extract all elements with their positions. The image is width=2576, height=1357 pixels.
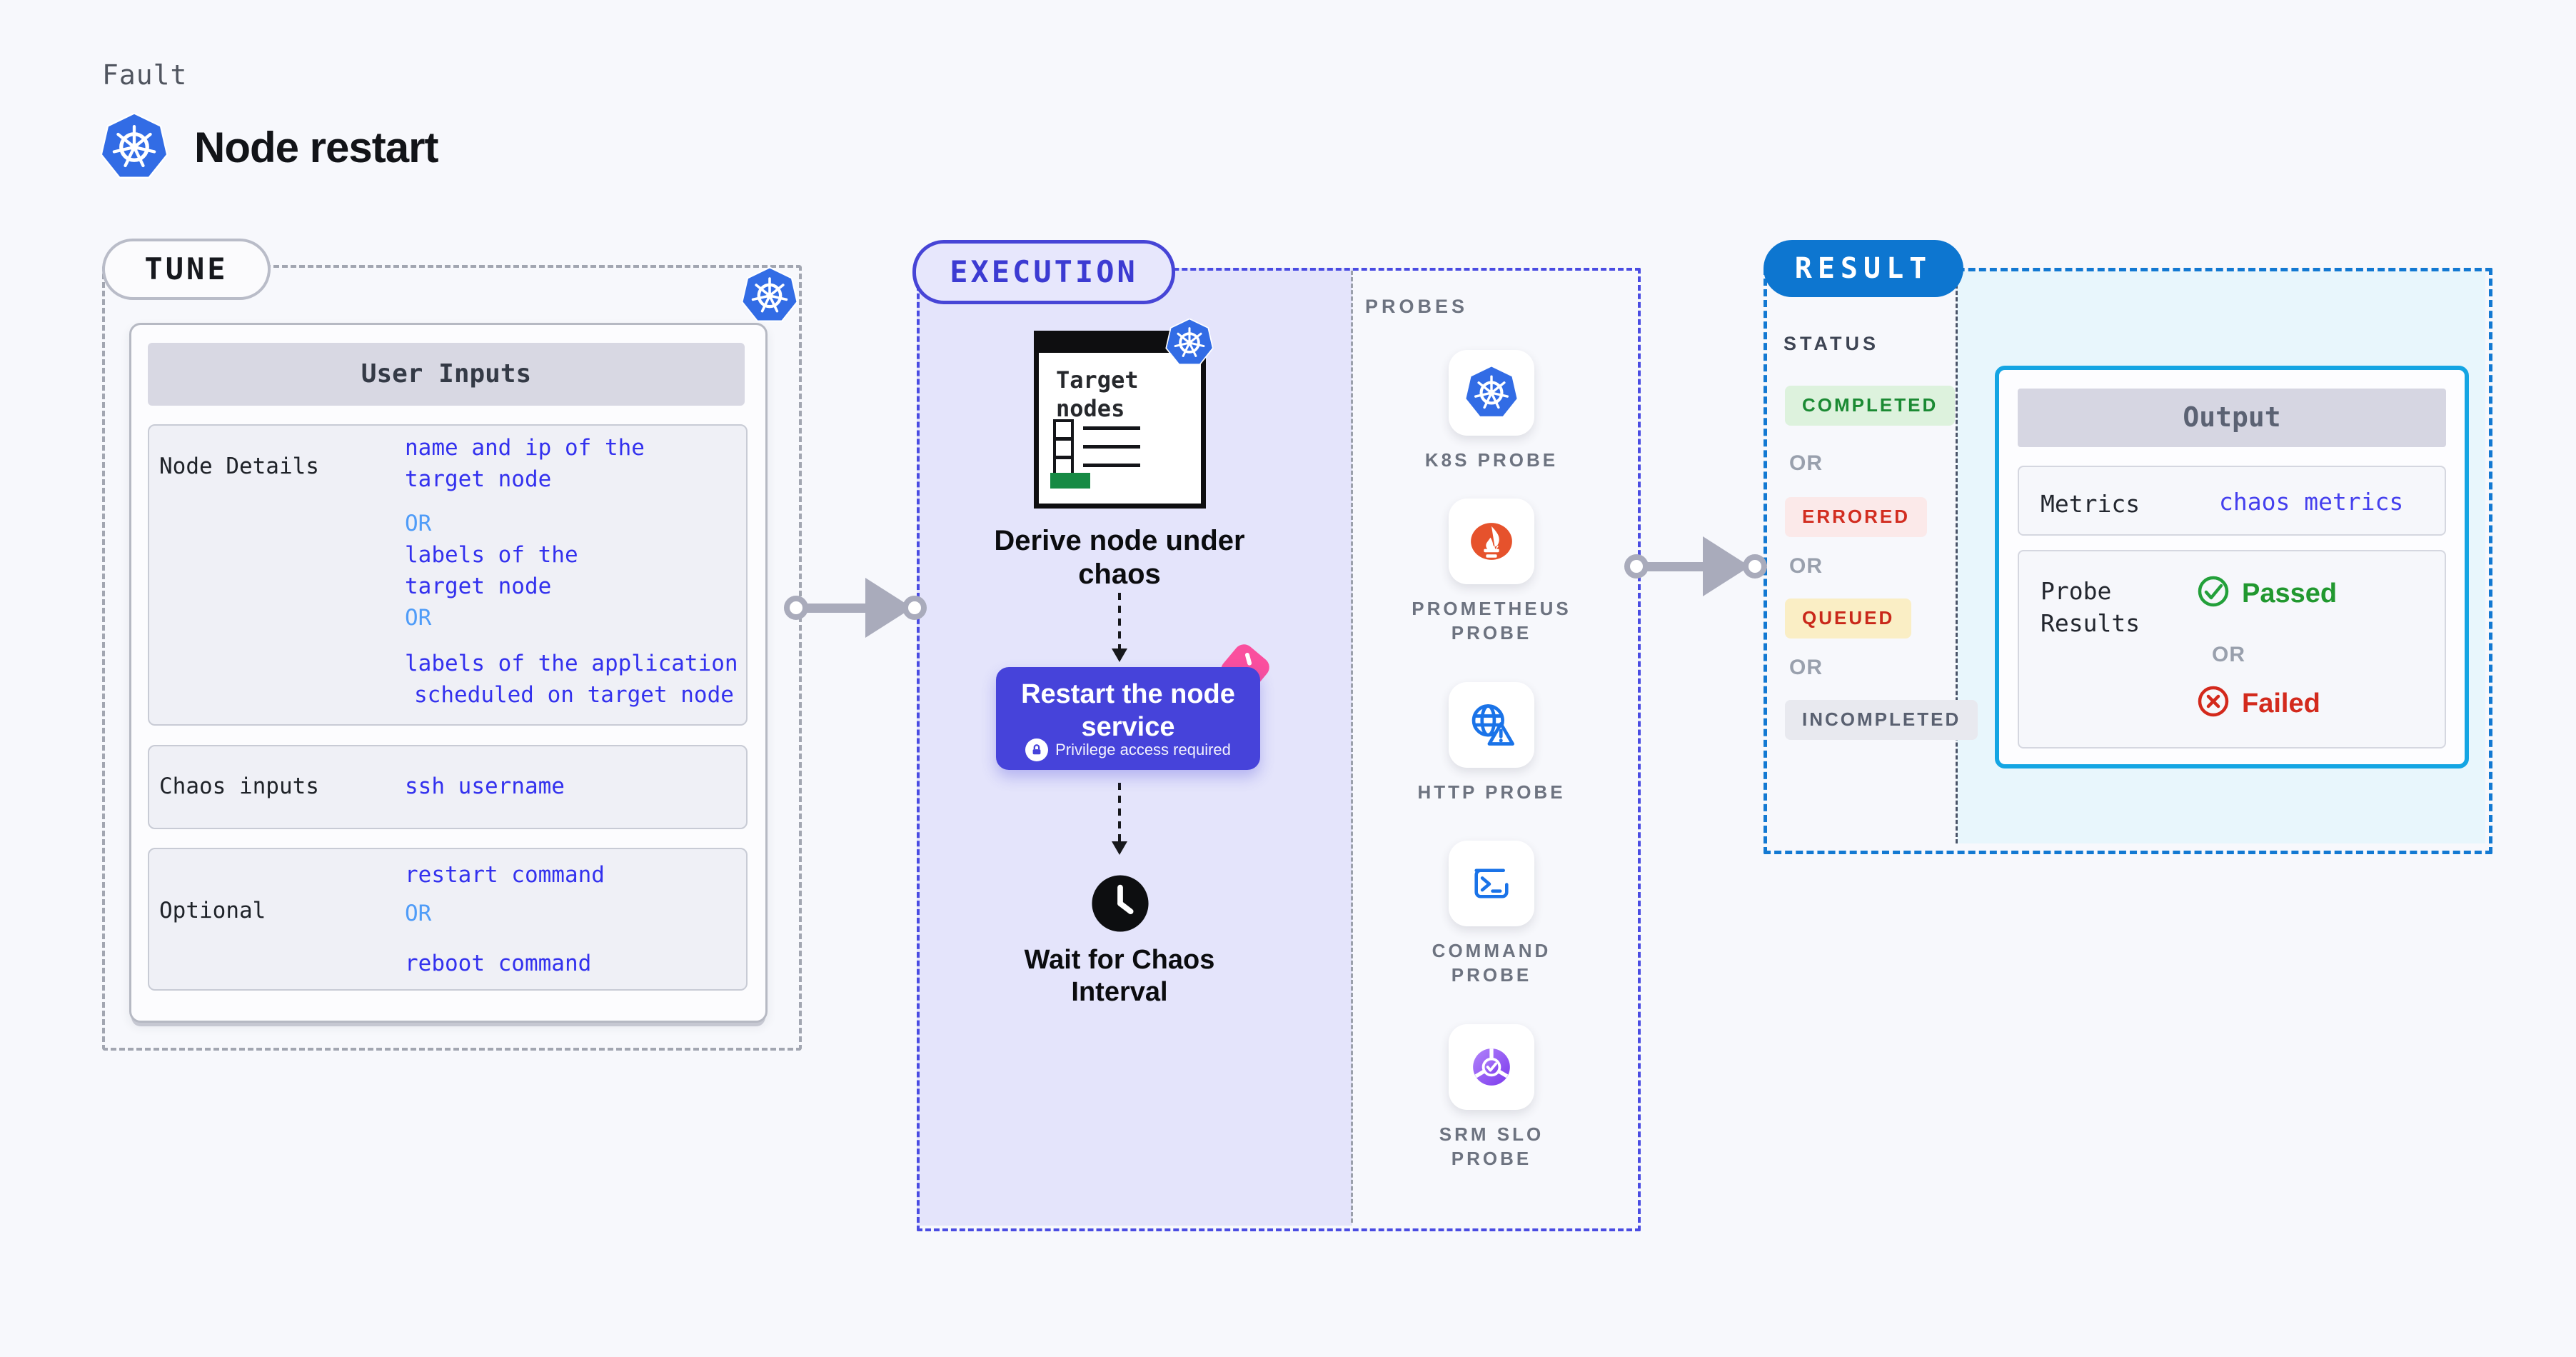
flow-arrow-head <box>1112 649 1127 662</box>
metrics-value: chaos metrics <box>2219 488 2404 516</box>
optional-value: restart command <box>405 862 605 888</box>
or-separator: OR <box>1789 554 1823 578</box>
connector-node <box>902 596 927 620</box>
probe-card-command <box>1449 841 1534 926</box>
node-details-value: labels of the application <box>405 651 738 676</box>
status-badge-incompleted: INCOMPLETED <box>1785 700 1978 740</box>
target-nodes-title: Target nodes <box>1056 366 1139 422</box>
chaos-inputs-value: ssh username <box>405 773 565 799</box>
fault-label: Fault <box>102 59 188 91</box>
probe-card-prometheus <box>1449 499 1534 584</box>
privilege-note-text: Privilege access required <box>1055 741 1231 759</box>
or-separator: OR <box>405 511 432 536</box>
tune-badge: TUNE <box>102 239 271 300</box>
flow-arrow-head <box>1703 536 1750 596</box>
probe-label: HTTP PROBE <box>1417 781 1566 803</box>
terminal-icon <box>1474 868 1509 898</box>
flow-arrow-down <box>1118 783 1121 846</box>
or-separator: OR <box>405 901 432 926</box>
node-details-value: name and ip of the <box>405 435 645 461</box>
chaos-inputs-row <box>148 745 748 829</box>
node-details-value: labels of the <box>405 542 578 568</box>
check-circle-icon <box>2198 576 2229 607</box>
list-line <box>1083 464 1140 467</box>
checkbox-icon <box>1053 438 1074 459</box>
result-badge: RESULT <box>1764 240 1963 297</box>
probe-results-row: Probe Results Passed OR Failed <box>2018 550 2446 748</box>
output-header: Output <box>2018 389 2446 447</box>
probe-card-srm-slo <box>1449 1024 1534 1110</box>
status-badge-errored: ERRORED <box>1785 497 1928 537</box>
connector-node <box>1624 554 1649 579</box>
status-badge-queued: QUEUED <box>1785 599 1912 639</box>
node-details-row <box>148 424 748 726</box>
optional-label: Optional <box>159 898 266 923</box>
or-separator: OR <box>1789 451 1823 475</box>
lock-icon <box>1025 738 1049 761</box>
or-separator: OR <box>405 605 432 631</box>
probe-card-http <box>1449 682 1534 768</box>
probe-card-k8s <box>1449 350 1534 436</box>
list-line <box>1083 445 1140 449</box>
checkbox-icon <box>1053 419 1074 440</box>
connector-node <box>1743 554 1767 579</box>
probe-label: COMMAND PROBE <box>1432 940 1551 986</box>
kubernetes-icon <box>100 113 168 181</box>
status-heading: STATUS <box>1783 333 1879 354</box>
target-nodes-card: Target nodes <box>1034 331 1206 509</box>
flow-arrow <box>805 604 871 613</box>
optional-row <box>148 848 748 991</box>
wait-caption: Wait for Chaos Interval <box>1024 945 1215 1007</box>
result-divider <box>1956 271 1958 843</box>
probe-label: SRM SLO PROBE <box>1439 1123 1544 1169</box>
x-circle-icon <box>2198 686 2229 717</box>
page-title: Node restart <box>194 124 438 171</box>
user-inputs-header: User Inputs <box>148 343 745 406</box>
list-line <box>1083 426 1140 430</box>
privilege-note: Privilege access required <box>996 738 1260 761</box>
kubernetes-icon <box>741 267 798 324</box>
chaos-inputs-label: Chaos inputs <box>159 773 319 799</box>
metrics-row: Metrics chaos metrics <box>2018 466 2446 536</box>
k8s-icon <box>1464 366 1519 420</box>
restart-node-service-card: Restart the node service Privilege acces… <box>996 667 1260 770</box>
kubernetes-icon <box>1165 319 1214 367</box>
probe-label: K8S PROBE <box>1424 449 1559 471</box>
srm-slo-icon <box>1473 1048 1510 1086</box>
node-details-value: target node <box>405 466 552 492</box>
restart-caption: Restart the node <box>1021 679 1235 709</box>
progress-bar <box>1050 473 1090 489</box>
execution-section-frame <box>917 268 1641 1231</box>
probes-divider <box>1351 271 1353 1223</box>
derive-node-caption: Derive node under chaos <box>994 525 1245 591</box>
node-details-value: target node <box>405 574 552 599</box>
node-details-value: scheduled on target node <box>414 682 734 708</box>
restart-caption: service <box>1081 712 1175 742</box>
output-card: Output Metrics chaos metrics Probe Resul… <box>1995 366 2469 768</box>
passed-label: Passed <box>2242 579 2338 609</box>
or-separator: OR <box>1789 656 1823 679</box>
metrics-label: Metrics <box>2041 490 2140 518</box>
probe-label: PROMETHEUS PROBE <box>1412 598 1571 644</box>
failed-label: Failed <box>2242 688 2320 718</box>
flow-arrow-head <box>1112 841 1127 855</box>
execution-badge: EXECUTION <box>912 240 1175 304</box>
flow-arrow-down <box>1118 593 1121 653</box>
connector-node <box>784 596 808 620</box>
or-separator: OR <box>2212 643 2245 666</box>
tune-section-frame <box>102 265 802 1051</box>
node-details-label: Node Details <box>159 454 319 479</box>
http-globe-icon <box>1471 704 1514 746</box>
optional-value: reboot command <box>405 951 592 976</box>
probe-results-label: Probe Results <box>2041 577 2140 637</box>
probes-heading: PROBES <box>1365 296 1469 317</box>
prometheus-icon <box>1471 523 1512 560</box>
flow-arrow <box>1646 562 1707 571</box>
status-badge-completed: COMPLETED <box>1785 386 1956 426</box>
clock-icon <box>1092 875 1149 932</box>
